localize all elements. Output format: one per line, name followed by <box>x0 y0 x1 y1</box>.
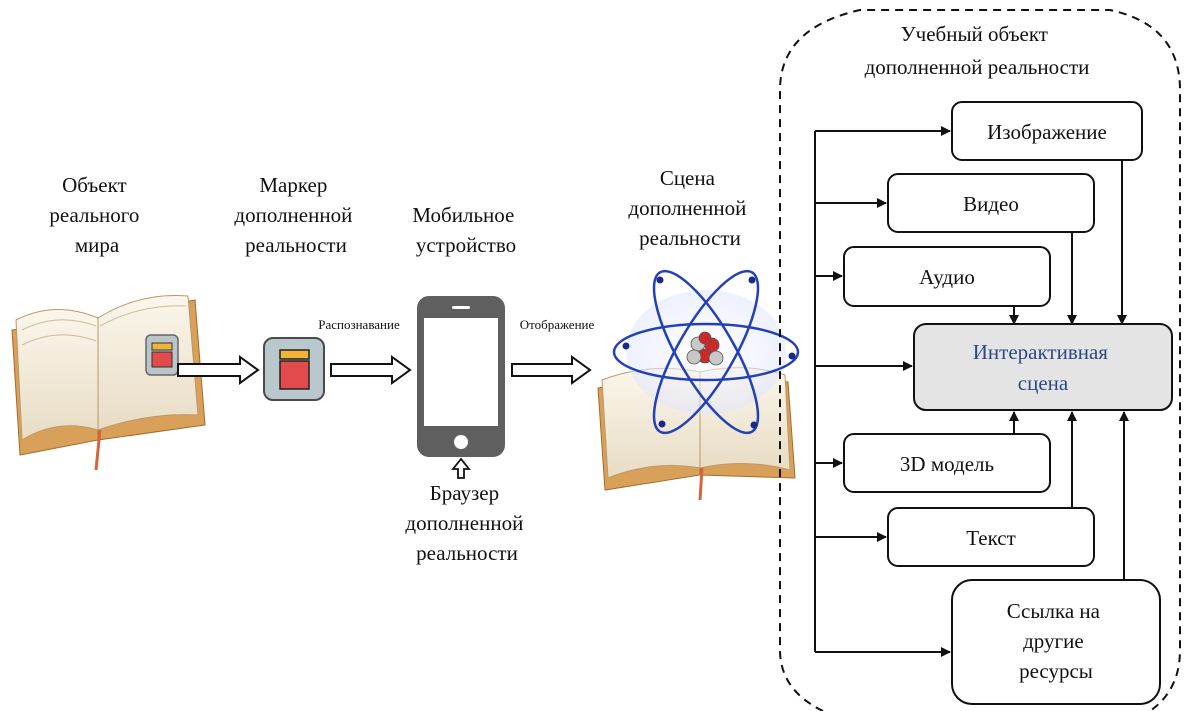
audio-label: Аудио <box>919 265 975 289</box>
ar-marker-icon <box>263 337 325 401</box>
device-label: Мобильное устройство <box>412 203 519 257</box>
links-box: Ссылка на другие ресурсы <box>951 579 1161 705</box>
panel-title: Учебный объект дополненной реальности <box>865 22 1090 79</box>
browser-label: Браузер дополненной реальности <box>405 481 528 565</box>
model-3d-box: 3D модель <box>843 433 1051 493</box>
text-label: Текст <box>966 526 1016 550</box>
ar-scene-icon <box>597 269 800 501</box>
mobile-phone-icon <box>417 296 505 457</box>
marker-label: Маркер дополненной реальности <box>234 173 357 257</box>
text-box: Текст <box>887 507 1095 567</box>
display-label: Отображение <box>520 317 595 332</box>
video-box: Видео <box>887 173 1095 233</box>
recognition-label: Распознавание <box>318 317 400 332</box>
interactive-scene-box: Интерактивная сцена <box>913 323 1173 411</box>
hollow-arrow-2 <box>330 355 412 385</box>
image-label: Изображение <box>987 120 1107 144</box>
up-arrow-icon <box>451 457 471 479</box>
model-3d-label: 3D модель <box>900 452 994 476</box>
links-label: Ссылка на другие ресурсы <box>1007 599 1105 683</box>
video-label: Видео <box>963 192 1019 216</box>
connectors <box>814 126 1129 657</box>
audio-box: Аудио <box>843 246 1051 307</box>
learning-object-panel <box>779 9 1181 711</box>
image-box: Изображение <box>951 101 1143 161</box>
interactive-scene-label: Интерактивная сцена <box>973 340 1113 395</box>
hollow-arrow-1 <box>177 355 260 385</box>
real-object-label: Объект реального мира <box>49 173 144 257</box>
hollow-arrow-3 <box>511 355 592 385</box>
open-book-icon <box>11 295 206 471</box>
scene-label: Сцена дополненной реальности <box>628 166 751 250</box>
